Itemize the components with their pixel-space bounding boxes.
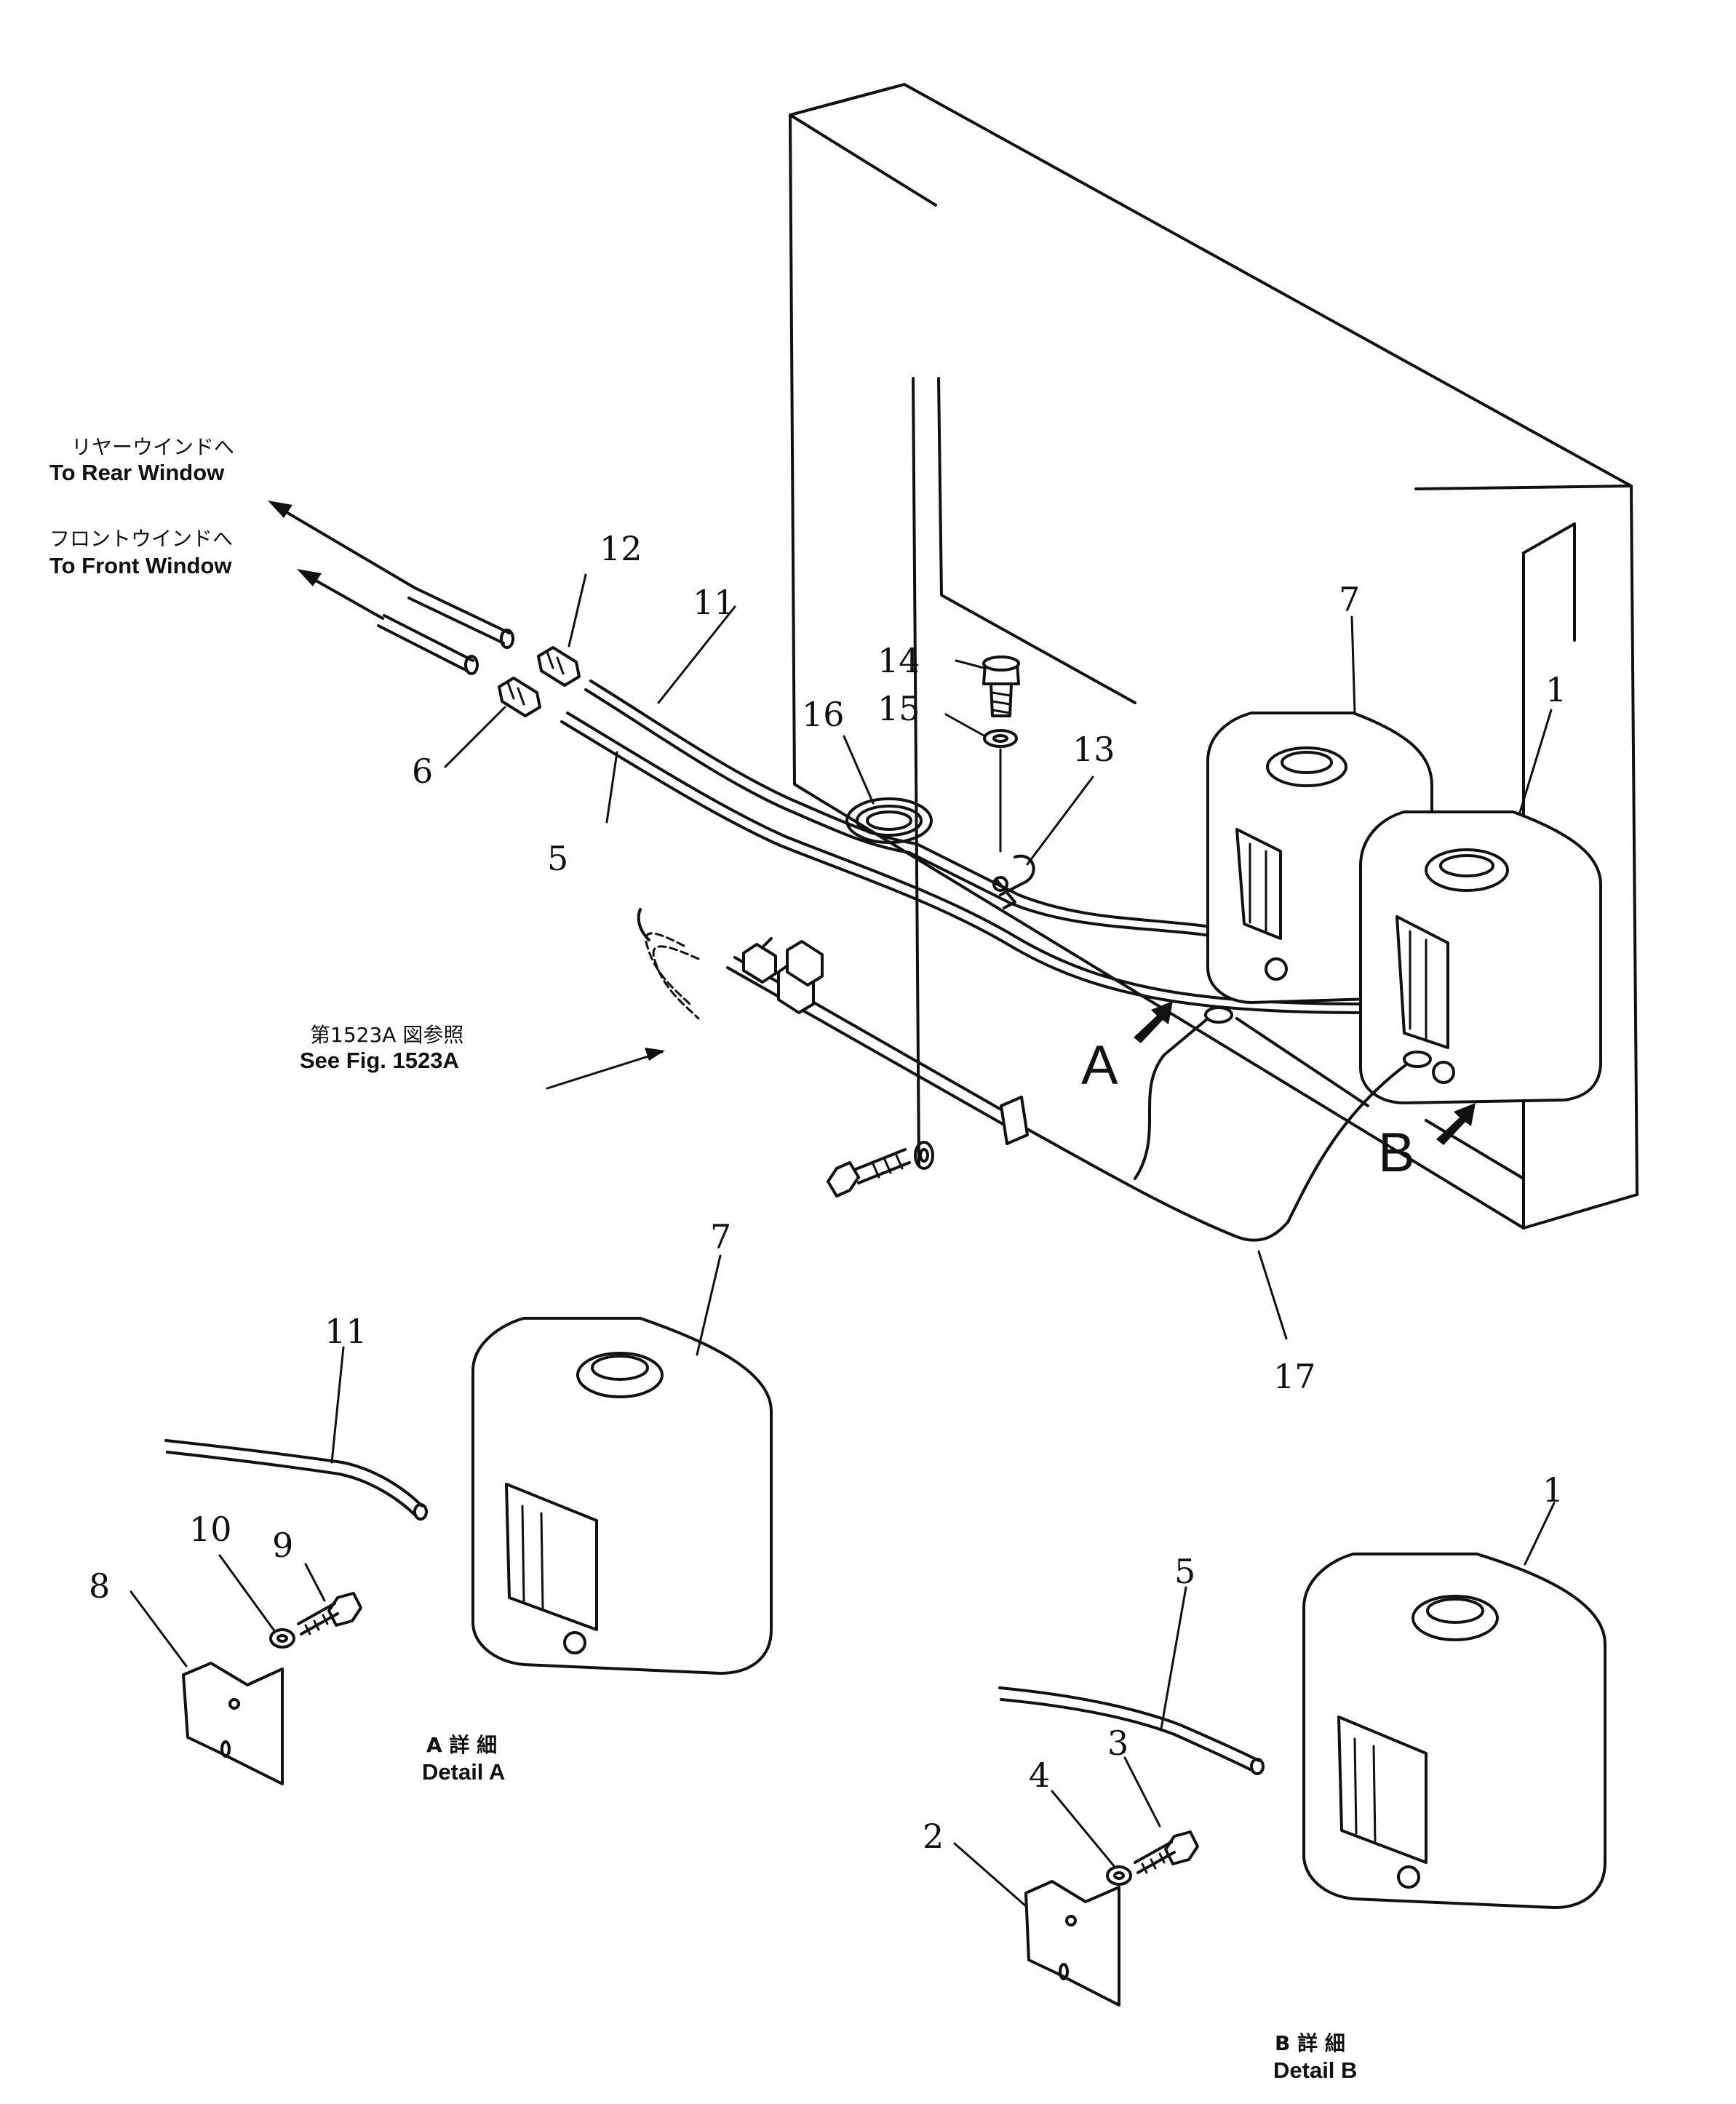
to-rear-window-en: To Rear Window [49, 460, 225, 485]
detail-a-jp: A 詳 細 [426, 1733, 497, 1757]
callout-12: 12 [600, 529, 642, 568]
detail-b-bracket-2 [1024, 1880, 1120, 2007]
tank-1-main [1359, 810, 1602, 1104]
to-front-window-en: To Front Window [49, 553, 232, 578]
detail-b-hose-5 [998, 1686, 1265, 1775]
rear-window-pipe [407, 586, 514, 649]
callout-10: 10 [189, 1510, 232, 1549]
detail-a-hose-11 [164, 1439, 428, 1521]
callout-5: 5 [547, 839, 568, 878]
callout-2: 2 [923, 1817, 944, 1856]
to-front-arrow [297, 569, 384, 620]
callout-13: 13 [1072, 730, 1115, 769]
callout-11-detail: 11 [324, 1312, 367, 1351]
connector-6 [498, 677, 541, 717]
harness-17 [726, 937, 1432, 1242]
to-front-window-jp: フロントウインドへ [49, 527, 233, 551]
detail-a-en: Detail A [422, 1759, 505, 1785]
leader-lines [130, 573, 1556, 1908]
callout-1: 1 [1545, 670, 1566, 709]
callout-7: 7 [1339, 580, 1360, 619]
callout-3: 3 [1107, 1724, 1128, 1763]
callout-11: 11 [693, 583, 736, 622]
detail-a-washer-10 [269, 1628, 295, 1649]
cab-panel [789, 83, 1639, 1230]
reference-label: 第1523A 図参照 See Fig. 1523A [300, 1023, 463, 1073]
detail-a-tank-7 [471, 1317, 773, 1675]
detail-a-bracket-8 [182, 1662, 284, 1785]
hose-clamp [992, 854, 1035, 909]
detail-b-tank-1 [1302, 1553, 1606, 1909]
view-arrow-a [1134, 1001, 1173, 1043]
to-rear-arrow [268, 501, 416, 589]
washer-main [914, 1141, 934, 1170]
harness-connector [637, 908, 824, 987]
front-window-pipe [377, 614, 479, 675]
callout-numbers: 7 1 12 11 14 15 16 13 6 5 17 7 11 9 10 8… [89, 529, 1566, 1856]
view-labels: A B [1081, 1035, 1415, 1184]
bolt-main [827, 1148, 911, 1198]
view-arrow-b [1436, 1103, 1476, 1145]
see-fig-jp: 第1523A 図参照 [310, 1023, 463, 1047]
hose-loop [845, 797, 933, 844]
callout-15: 15 [877, 689, 920, 728]
bolt-14 [982, 655, 1020, 717]
view-label-a: A [1081, 1035, 1118, 1096]
callout-8: 8 [89, 1566, 110, 1606]
callout-4: 4 [1029, 1756, 1050, 1795]
see-fig-en: See Fig. 1523A [300, 1048, 459, 1073]
reference-harness-ghost [645, 932, 700, 1020]
callout-17: 17 [1273, 1357, 1316, 1396]
callout-5-detail: 5 [1174, 1552, 1195, 1591]
callout-9: 9 [272, 1526, 293, 1565]
washer-15 [983, 729, 1018, 853]
detail-captions: A 詳 細 Detail A B 詳 細 Detail B [422, 1733, 1357, 2083]
callout-14: 14 [877, 641, 920, 680]
callout-16: 16 [802, 695, 845, 734]
callout-1-detail: 1 [1542, 1470, 1564, 1510]
detail-b-en: Detail B [1273, 2057, 1357, 2083]
bracket-main [1000, 1096, 1029, 1145]
connector-12 [537, 646, 581, 687]
detail-a-bolt-9 [297, 1592, 362, 1635]
view-label-b: B [1378, 1122, 1415, 1184]
hose-5 [560, 712, 1369, 1014]
to-rear-window-jp: リヤーウインドへ [71, 435, 234, 459]
callout-6: 6 [412, 752, 433, 791]
detail-b-washer-4 [1106, 1865, 1132, 1886]
detail-b-bolt-3 [1134, 1830, 1199, 1874]
detail-b-jp: B 詳 細 [1275, 2031, 1345, 2055]
callout-7-detail: 7 [710, 1217, 731, 1256]
destination-labels: リヤーウインドへ To Rear Window フロントウインドへ To Fro… [49, 435, 234, 578]
